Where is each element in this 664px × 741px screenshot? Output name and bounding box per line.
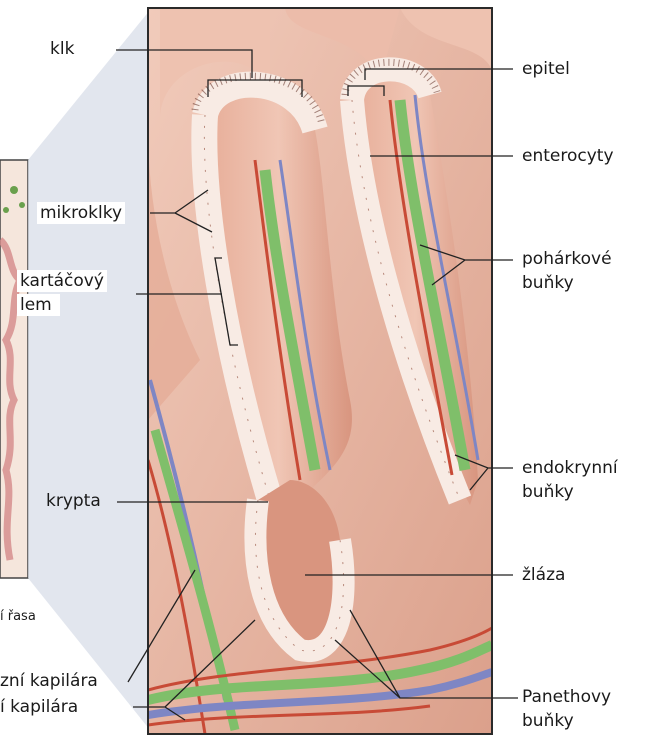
label-poharkove-line1: pohárkové: [522, 248, 612, 270]
label-poharkove-line2: buňky: [522, 272, 574, 294]
main-panel: [148, 8, 492, 734]
label-kartacovy-line1: kartáčový: [17, 270, 107, 292]
label-panethovy-line2: buňky: [522, 710, 574, 732]
label-zlaza: žláza: [522, 564, 565, 586]
inset-panel: [0, 160, 28, 578]
label-panethovy-line1: Panethovy: [522, 686, 611, 708]
zoom-projection: [28, 10, 150, 730]
label-rasa: í řasa: [0, 606, 36, 628]
label-epitel: epitel: [522, 58, 570, 80]
label-endokrynni-line2: buňky: [522, 481, 574, 503]
label-kartacovy-line2: lem: [17, 294, 60, 316]
label-lymf-kapilara: zní kapilára: [0, 670, 98, 692]
label-endokrynni-line1: endokrynní: [522, 457, 618, 479]
label-krev-kapilara: í kapilára: [0, 696, 78, 718]
label-klk: klk: [50, 38, 74, 60]
label-krypta: krypta: [46, 490, 101, 512]
label-enterocyty: enterocyty: [522, 145, 614, 167]
label-mikroklky: mikroklky: [37, 202, 125, 224]
